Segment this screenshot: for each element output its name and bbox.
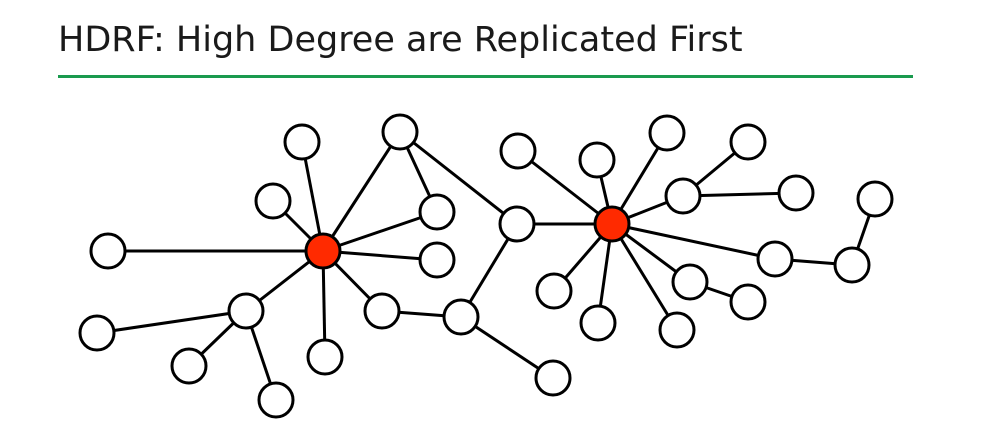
slide-title: HDRF: High Degree are Replicated First (58, 20, 743, 60)
graph-vertex (856, 180, 894, 218)
graph-vertex (671, 263, 709, 301)
graph-edge (96, 309, 247, 335)
graph-vertex (535, 272, 573, 310)
graph-vertex (729, 123, 767, 161)
graph-vertex (648, 114, 686, 152)
graph-vertex (306, 338, 344, 376)
graph-vertex (283, 123, 321, 161)
graph-vertex (418, 241, 456, 279)
graph-edge (682, 191, 797, 198)
graph-vertex (658, 311, 696, 349)
graph-vertex (498, 205, 536, 243)
graph-vertex (363, 292, 401, 330)
graph-vertex (756, 240, 794, 278)
graph-vertex (170, 347, 208, 385)
graph-vertex (499, 132, 537, 170)
graph-vertex (257, 381, 295, 419)
graph-vertex (418, 193, 456, 231)
graph-edge (399, 130, 518, 226)
graph-edge (321, 131, 402, 252)
graph-vertex (227, 292, 265, 330)
graph-edge (322, 249, 438, 262)
graph-vertex (664, 177, 702, 215)
graph-vertex (579, 304, 617, 342)
graph-vertex (442, 298, 480, 336)
graph-edge (517, 149, 613, 226)
graph-edge (300, 141, 325, 252)
graph-vertex (89, 232, 127, 270)
graph-edge (322, 210, 438, 253)
high-degree-vertex (304, 232, 342, 270)
graph-vertices (78, 113, 894, 419)
title-divider (58, 75, 913, 78)
graph-vertex (777, 174, 815, 212)
graph-vertex (833, 246, 871, 284)
graph-vertex (254, 182, 292, 220)
graph-vertex (78, 314, 116, 352)
graph-vertex (729, 283, 767, 321)
graph-vertex (381, 113, 419, 151)
graph-edge (610, 223, 679, 331)
graph-vertex (578, 141, 616, 179)
graph-vertex (534, 359, 572, 397)
high-degree-vertex (593, 205, 631, 243)
graph-edge (611, 222, 776, 261)
